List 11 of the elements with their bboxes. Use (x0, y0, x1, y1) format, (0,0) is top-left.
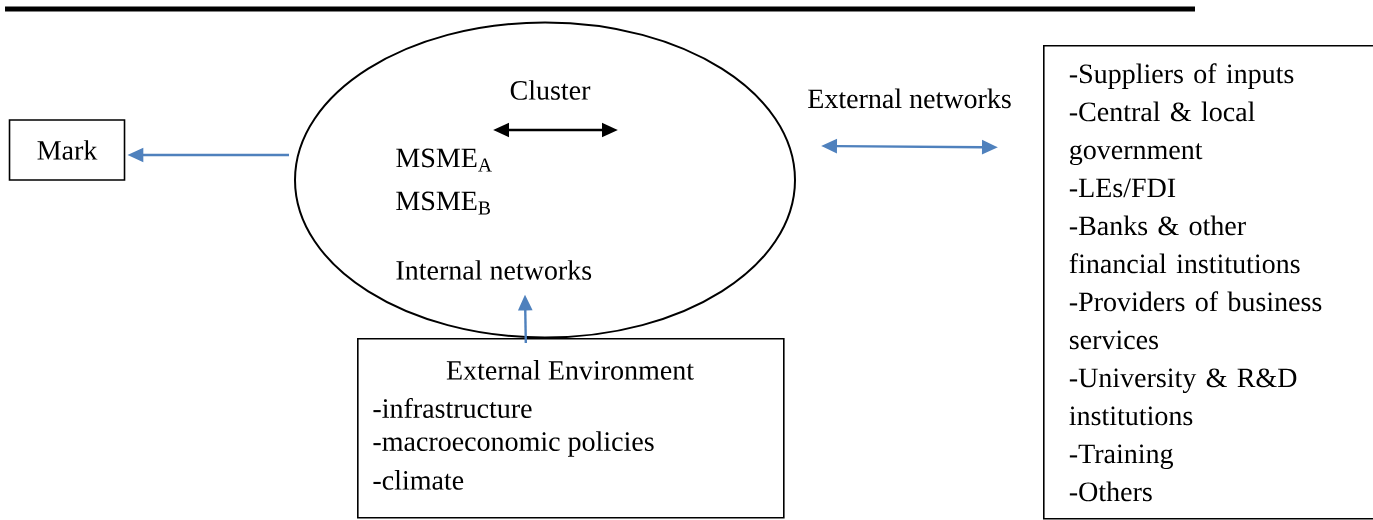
node-text: Internal networks (396, 260, 592, 280)
process-box: Mark (8, 119, 126, 181)
node-text: -macroeconomic policies (373, 431, 654, 457)
node-text: -infrastructure (373, 398, 532, 418)
edge-label: External networks (805, 86, 1014, 111)
list-box: -Suppliers of inputs -Central & local government -LEs/FDI -Banks & other financial institutions -Providers of business services -University & R&D institutions -Training -Others (1043, 45, 1373, 520)
node-text: MSME$_{A}$ (396, 148, 492, 172)
node-text: Cluster (510, 80, 591, 100)
node-text: -climate (373, 470, 464, 490)
box-heading: External Environment (446, 360, 694, 380)
node-text: MSME$_{B}$ (396, 191, 490, 215)
